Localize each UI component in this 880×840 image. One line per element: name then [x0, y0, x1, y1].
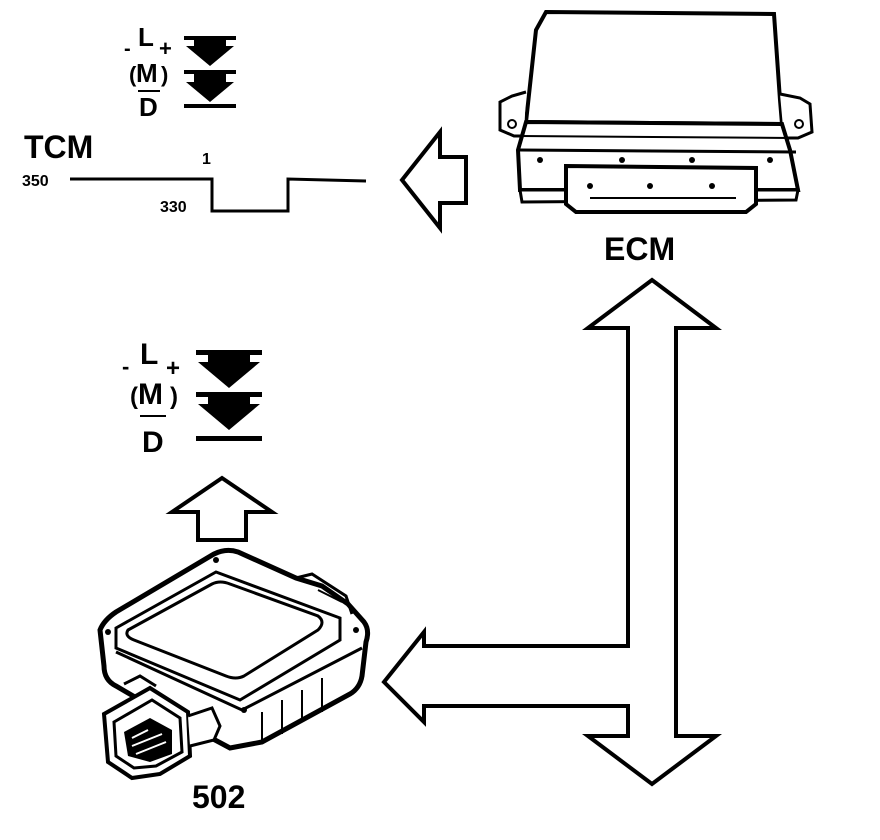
ecm-module: ECM	[498, 9, 814, 267]
tcm-label: TCM	[24, 129, 93, 165]
tcm-signal-graph: TCM 350 330 1	[22, 129, 367, 216]
m502-gear-arrow-2	[198, 395, 260, 430]
m502-gear-l: L	[140, 338, 158, 371]
m502-gear-bar-top	[196, 350, 262, 355]
tcm-gear-minus: -	[124, 38, 131, 60]
tcm-gear-paren-right: )	[161, 62, 168, 87]
ecm-label: ECM	[604, 231, 675, 267]
m502-gear-bar-mid	[196, 392, 262, 397]
m502-gear-d: D	[142, 426, 164, 459]
m502-gear-m: M	[138, 378, 163, 411]
signal-high-value: 350	[22, 173, 49, 190]
tcm-gear-bar-bottom	[184, 104, 236, 108]
signal-low-value: 330	[160, 199, 187, 216]
tcm-gear-m: M	[136, 58, 158, 88]
m502-gear-paren-right: )	[170, 383, 178, 410]
module-502: 502	[97, 547, 371, 815]
arrow-502-to-indicator	[165, 475, 279, 542]
signal-waveform	[70, 177, 367, 213]
tcm-gear-l: L	[138, 22, 154, 52]
tcm-gear-indicator: - L + M ( ) D	[124, 22, 236, 122]
tcm-gear-plus: +	[159, 36, 172, 61]
m502-gear-arrow-1	[198, 353, 260, 388]
m502-gear-bar-bottom	[196, 436, 262, 441]
module-502-label: 502	[192, 779, 245, 815]
tcm-gear-bar-mid	[184, 70, 236, 74]
arrow-ecm-to-tcm	[399, 126, 468, 234]
tcm-gear-arrow-1	[186, 38, 234, 66]
module-502-gear-indicator: - L + M ( ) D	[122, 338, 262, 459]
m502-gear-minus: -	[122, 354, 129, 379]
signal-pulse-marker: 1	[202, 151, 211, 168]
tcm-gear-paren-left: (	[129, 62, 137, 87]
ecm-connector	[564, 163, 758, 214]
arrow-ecm-502-bus	[381, 277, 722, 787]
m502-gear-plus: +	[166, 355, 180, 382]
tcm-gear-arrow-2	[186, 74, 234, 102]
m502-gear-paren-left: (	[130, 383, 138, 410]
tcm-gear-d: D	[139, 92, 158, 122]
